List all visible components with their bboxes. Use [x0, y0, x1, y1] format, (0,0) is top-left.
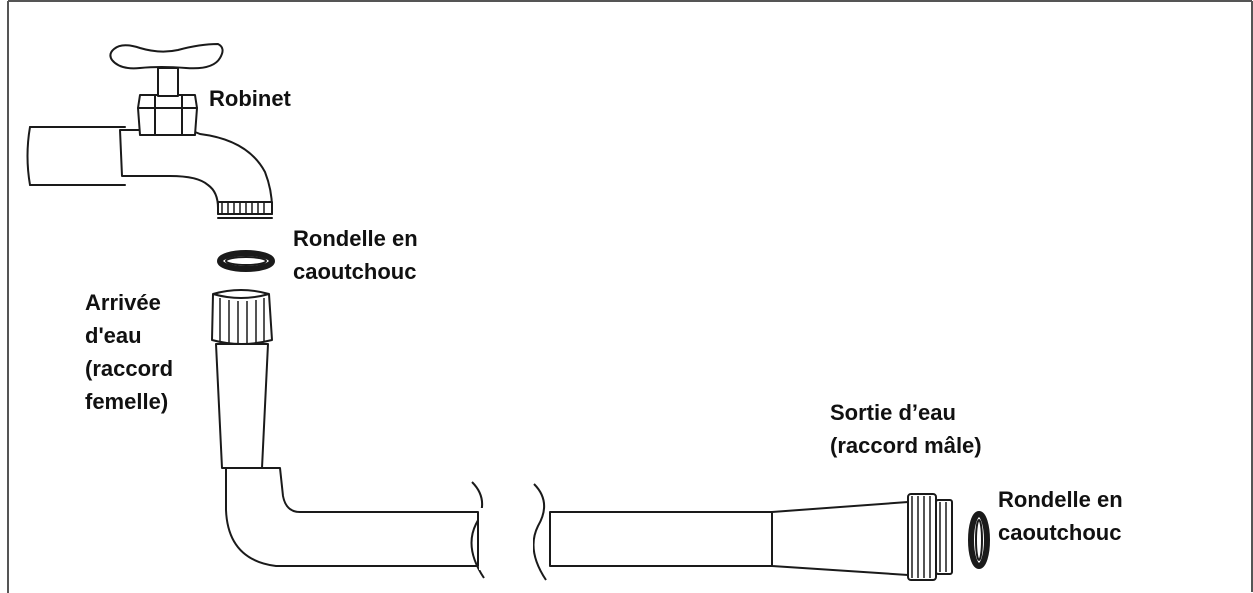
outlet-label-line-1: Sortie d’eau — [830, 400, 956, 425]
diagram-border — [7, 0, 1253, 593]
rubber-washer-right-drawing — [968, 511, 990, 569]
outlet-label: Sortie d’eau (raccord mâle) — [830, 396, 982, 462]
inlet-label: Arrivée d'eau (raccord femelle) — [85, 286, 173, 418]
inlet-label-line-1: Arrivée — [85, 290, 161, 315]
inlet-label-line-3: (raccord — [85, 356, 174, 381]
right-washer-label-line-1: Rondelle en — [998, 487, 1123, 512]
right-washer-label-line-2: caoutchouc — [998, 520, 1122, 545]
right-washer-label: Rondelle en caoutchouc — [998, 483, 1123, 549]
faucet-drawing — [26, 43, 273, 219]
inlet-label-line-4: femelle) — [85, 389, 169, 414]
top-washer-label-line-1: Rondelle en — [293, 226, 418, 251]
top-washer-label-line-2: caoutchouc — [293, 259, 417, 284]
faucet-label: Robinet — [209, 82, 291, 115]
inlet-label-line-2: d'eau — [85, 323, 142, 348]
outlet-label-line-2: (raccord mâle) — [830, 433, 982, 458]
faucet-label-line: Robinet — [209, 86, 291, 111]
hose-inlet-drawing — [211, 289, 953, 581]
top-washer-label: Rondelle en caoutchouc — [293, 222, 418, 288]
rubber-washer-top-drawing — [217, 250, 275, 272]
